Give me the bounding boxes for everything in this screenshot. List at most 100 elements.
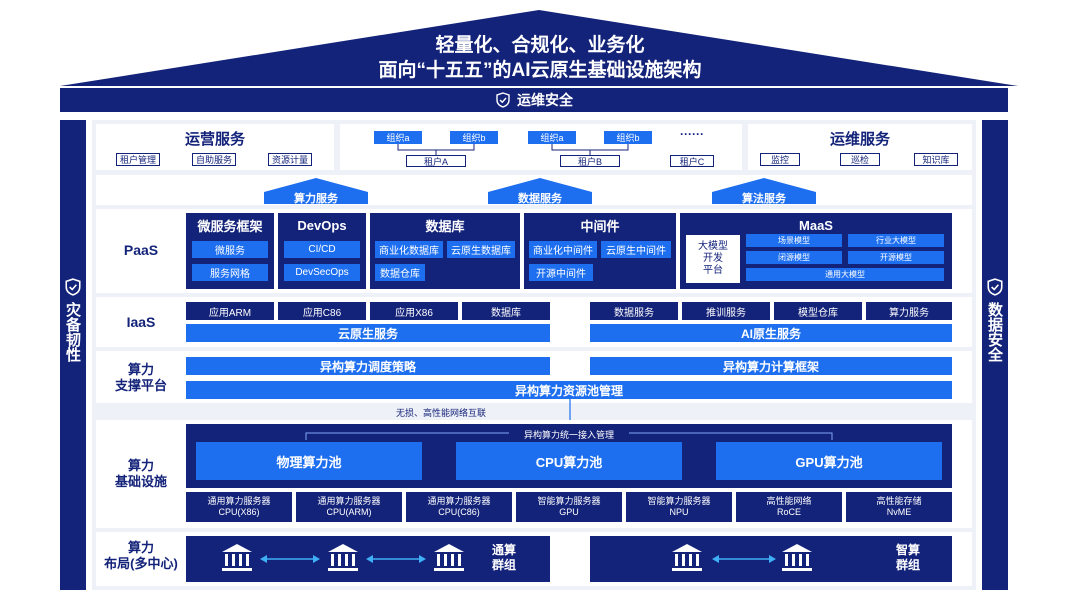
maas-item: 场景模型 (746, 234, 842, 247)
left-pillar: 灾备韧性 (60, 120, 86, 590)
iaas-item: 应用X86 (370, 302, 458, 320)
tenant-a-chip: 租户A (406, 155, 466, 167)
ops-security-label: 运维安全 (517, 92, 573, 108)
iaas-item: 模型仓库 (774, 302, 862, 320)
maint-service-title: 运维服务 (829, 130, 890, 148)
general-cluster-label: 通算 群组 (492, 543, 517, 572)
ai-native-service-bar: AI原生服务 (590, 324, 952, 342)
bank-building-icon (328, 544, 358, 571)
middleware-item: 开源中间件 (529, 264, 593, 281)
arrow-compute-service: 算力服务 (264, 178, 368, 205)
ops-item: 自助服务 (192, 153, 236, 166)
maint-item: 巡检 (840, 153, 880, 166)
iaas-item: 数据库 (462, 302, 550, 320)
double-arrow-icon (366, 555, 426, 563)
database-block: 数据库 商业化数据库 云原生数据库 数据仓库 (370, 213, 520, 289)
tenant-c-chip: 租户C (670, 155, 714, 167)
database-item: 数据仓库 (375, 264, 425, 281)
maas-platform: 大模型 开发 平台 (686, 235, 740, 283)
maas-item: 闭源模型 (746, 251, 842, 264)
maint-service-box: 运维服务 监控 巡检 知识库 (748, 124, 972, 170)
compute-support-label: 算力 支撑平台 (114, 362, 167, 393)
middleware-title: 中间件 (580, 218, 620, 234)
general-cluster-block: 通算 群组 (186, 536, 550, 582)
paas-label: PaaS (123, 242, 159, 258)
shield-icon (65, 278, 81, 296)
roof-title-line1: 轻量化、合规化、业务化 (435, 34, 645, 56)
maas-item: 行业大模型 (848, 234, 944, 247)
physical-pool: 物理算力池 (196, 442, 422, 480)
org-b-chip: 组织b (604, 131, 652, 144)
bank-building-icon (672, 544, 702, 571)
devops-item: DevSecOps (284, 264, 360, 281)
microservice-title: 微服务框架 (197, 218, 263, 234)
middleware-item: 商业化中间件 (529, 241, 597, 258)
iaas-item: 推训服务 (682, 302, 770, 320)
org-b-chip: 组织b (450, 131, 498, 144)
database-item: 商业化数据库 (375, 241, 443, 258)
unified-access-label: 异构算力统一接入管理 (509, 428, 629, 440)
tenants-box: 组织a 组织b 租户A 组织a 组织b 租户B ······ 租户C (340, 124, 742, 170)
compute-framework-bar: 异构算力计算框架 (590, 357, 952, 375)
org-a-chip: 组织a (528, 131, 576, 144)
iaas-item: 数据服务 (590, 302, 678, 320)
arrow-up-icon (712, 178, 816, 192)
tenant-tree-lines (397, 144, 629, 155)
bank-building-icon (782, 544, 812, 571)
cloud-native-service-bar: 云原生服务 (186, 324, 550, 342)
database-title: 数据库 (425, 218, 465, 234)
arrow-data-service: 数据服务 (488, 178, 592, 205)
microservice-item: 微服务 (192, 241, 268, 258)
shield-icon (496, 92, 510, 108)
left-pillar-label: 灾备韧性 (64, 302, 81, 362)
tenant-b-chip: 租户B (560, 155, 620, 167)
double-arrow-icon (260, 555, 320, 563)
ops-service-title: 运营服务 (184, 130, 245, 148)
iaas-label: IaaS (126, 314, 156, 330)
arrow-algo-service: 算法服务 (712, 178, 816, 205)
maas-block: MaaS 大模型 开发 平台 场景模型 行业大模型 闭源模型 开源模型 通用大模… (680, 213, 952, 289)
iaas-item: 算力服务 (866, 302, 952, 320)
unified-access-block: 异构算力统一接入管理 物理算力池 CPU算力池 GPU算力池 (186, 424, 952, 488)
ops-service-box: 运营服务 租户管理 自助服务 资源计量 (96, 124, 334, 170)
bank-building-icon (434, 544, 464, 571)
middleware-item: 云原生中间件 (601, 241, 671, 258)
arrow-up-icon (264, 178, 368, 192)
right-pillar: 数据安全 (982, 120, 1008, 590)
cpu-pool: CPU算力池 (456, 442, 682, 480)
arrow-up-icon (488, 178, 592, 192)
maas-title: MaaS (799, 217, 833, 233)
devops-item: CI/CD (284, 241, 360, 258)
double-arrow-icon (712, 555, 776, 563)
devops-block: DevOps CI/CD DevSecOps (278, 213, 366, 289)
smart-cluster-block: 智算 群组 (590, 536, 952, 582)
maint-item: 监控 (760, 153, 800, 166)
scheduling-strategy-bar: 异构算力调度策略 (186, 357, 550, 375)
infra-label: 算力 基础设施 (114, 458, 167, 489)
iaas-item: 应用C86 (278, 302, 366, 320)
database-item: 云原生数据库 (447, 241, 515, 258)
roof-title-line2: 面向“十五五”的AI云原生基础设施架构 (378, 59, 702, 81)
tenant-ellipsis: ······ (680, 127, 704, 141)
smart-cluster-label: 智算 群组 (896, 543, 921, 572)
bank-building-icon (222, 544, 252, 571)
resource-pool-mgmt-bar: 异构算力资源池管理 (186, 381, 952, 399)
middleware-block: 中间件 商业化中间件 云原生中间件 开源中间件 (524, 213, 676, 289)
maint-item: 知识库 (914, 153, 958, 166)
network-label: 无损、高性能网络互联 (396, 408, 487, 418)
ops-item: 资源计量 (268, 153, 312, 166)
microservice-item: 服务网格 (192, 264, 268, 281)
maas-item: 开源模型 (848, 251, 944, 264)
iaas-item: 应用ARM (186, 302, 274, 320)
devops-title: DevOps (297, 217, 347, 233)
ops-security-bar: 运维安全 (60, 88, 1008, 112)
gpu-pool: GPU算力池 (716, 442, 942, 480)
org-a-chip: 组织a (374, 131, 422, 144)
